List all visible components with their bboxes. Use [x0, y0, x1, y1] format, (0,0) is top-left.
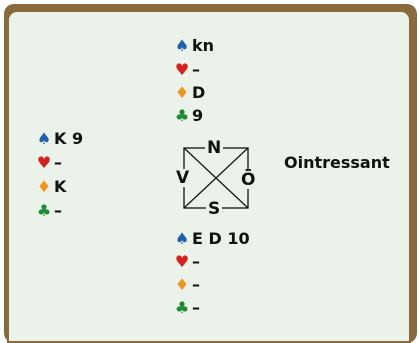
- club-icon: ♣: [174, 298, 190, 317]
- heart-icon: ♥: [174, 60, 190, 79]
- compass-east: Ö: [239, 170, 258, 190]
- compass-west: V: [174, 168, 192, 188]
- south-diamonds: –: [192, 275, 200, 294]
- spade-icon: ♠: [174, 36, 190, 55]
- compass-box: N S V Ö: [174, 139, 258, 218]
- spade-icon: ♠: [36, 129, 52, 148]
- diamond-icon: ♦: [174, 83, 190, 102]
- compass-south: S: [206, 199, 223, 219]
- club-icon: ♣: [174, 106, 190, 125]
- west-diamonds: K: [54, 177, 67, 196]
- north-clubs: 9: [192, 106, 204, 125]
- heart-icon: ♥: [174, 252, 190, 271]
- north-hearts: –: [192, 60, 200, 79]
- compass-north: N: [205, 138, 224, 158]
- west-spades: K 9: [54, 129, 84, 148]
- diamond-icon: ♦: [174, 275, 190, 294]
- west-hearts: –: [54, 153, 62, 172]
- diagram-panel: [7, 10, 411, 343]
- club-icon: ♣: [36, 201, 52, 220]
- south-hearts: –: [192, 252, 200, 271]
- east-note: Ointressant: [284, 153, 390, 172]
- south-spades: E D 10: [192, 229, 250, 248]
- north-spades: kn: [192, 36, 215, 55]
- west-clubs: –: [54, 201, 62, 220]
- heart-icon: ♥: [36, 153, 52, 172]
- spade-icon: ♠: [174, 229, 190, 248]
- diamond-icon: ♦: [36, 177, 52, 196]
- north-diamonds: D: [192, 83, 206, 102]
- south-clubs: –: [192, 298, 200, 317]
